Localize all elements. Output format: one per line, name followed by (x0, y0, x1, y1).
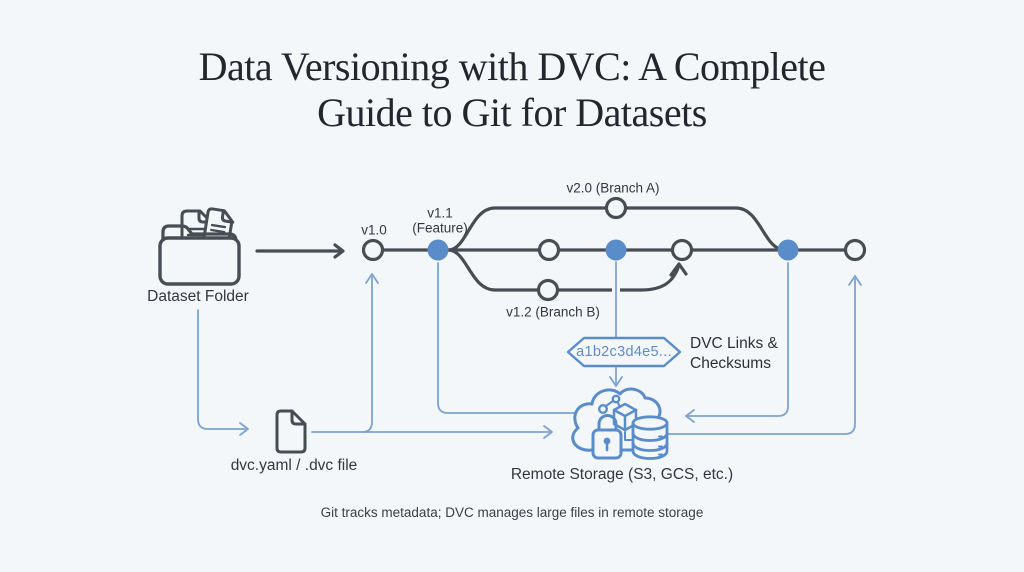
branch-b-merge-arrowhead (669, 262, 688, 277)
dataset-folder-icon (158, 207, 241, 286)
commit-to-storage-right-arrowhead (685, 409, 695, 423)
folder-to-v10-arrowhead (333, 243, 345, 259)
dvc-file-icon (275, 409, 307, 454)
branch-b-label: v1.2 (Branch B) (506, 304, 600, 320)
page-title: Data Versioning with DVC: A Complete Gui… (0, 44, 1024, 137)
dvc-file-label: dvc.yaml / .dvc file (230, 457, 358, 474)
branch-a-label: v2.0 (Branch A) (566, 180, 660, 196)
database-icon (631, 415, 669, 460)
storage-to-commit-line (667, 278, 856, 435)
v11-to-storage-line (437, 262, 575, 414)
folder-to-file-line (197, 309, 246, 430)
commit-v11-node (427, 239, 449, 261)
commit-tracked-node (605, 239, 627, 261)
dvc-links-label: DVC Links & Checksums (690, 334, 778, 374)
commit-to-storage-right-line (687, 262, 789, 417)
dvc-links-line2: Checksums (690, 355, 771, 373)
footer-caption: Git tracks metadata; DVC manages large f… (320, 505, 704, 520)
v10-label: v1.0 (361, 222, 387, 238)
commit-nodes (361, 196, 867, 302)
lock-icon (591, 414, 623, 460)
hash-hexagon (566, 336, 682, 368)
page-title-line2: Guide to Git for Datasets (317, 90, 707, 136)
folder-to-file-arrowhead (239, 422, 249, 436)
dvc-connector-lines (197, 261, 862, 439)
v11-label: v1.1 (427, 205, 453, 221)
cube-icon (612, 402, 638, 441)
file-to-v10-line (361, 276, 373, 433)
commit-v10-node (361, 238, 385, 262)
branch-b-merge-line (639, 266, 680, 292)
file-to-storage-arrowhead (543, 425, 553, 439)
branch-b-line (447, 248, 643, 292)
page-title-line1: Data Versioning with DVC: A Complete (198, 44, 826, 89)
storage-to-commit-arrowhead (848, 275, 862, 286)
hash-value: a1b2c3d4e5... (576, 344, 672, 360)
dvc-links-line1: DVC Links & (690, 335, 778, 352)
head-commit-node (843, 238, 867, 262)
remote-storage-cloud-icon (571, 387, 669, 460)
remote-storage-label: Remote Storage (S3, GCS, etc.) (510, 466, 734, 483)
dataset-folder-label: Dataset Folder (147, 288, 249, 305)
hash-to-storage-arrowhead (609, 376, 623, 387)
branch-b-commit-node (536, 278, 560, 302)
file-to-v10-arrowhead (365, 273, 379, 284)
v11-feature-label: (Feature) (412, 220, 468, 236)
commit-tracked-node-2 (777, 239, 799, 261)
branch-a-commit-node (604, 196, 628, 220)
commit-node (537, 238, 561, 262)
merge-commit-node (670, 238, 694, 262)
